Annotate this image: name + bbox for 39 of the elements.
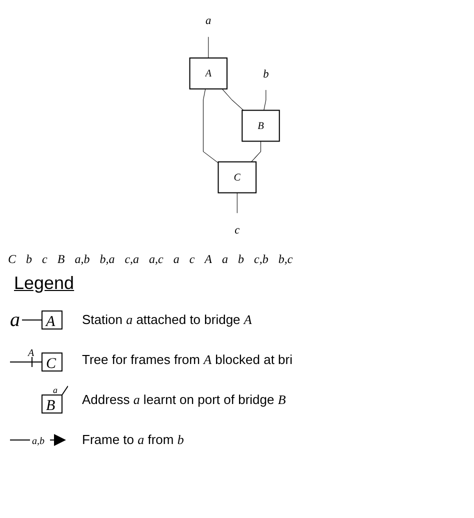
legend-text: Address a learnt on port of bridge B [82,392,286,408]
legend-text: Station a attached to bridge A [82,312,252,328]
node-text: b [263,67,269,80]
connector [236,192,238,214]
port-label: c [42,252,48,267]
bridge-letter: A [46,314,56,330]
address-letter: a [53,385,58,395]
frame-label: a,b [74,252,90,267]
node-box: C [218,161,257,194]
port-label: B [57,252,65,267]
port-label: c [189,252,195,267]
port-label: b [238,252,244,267]
frame-label: a,c [149,252,164,267]
connector [264,89,266,111]
port-label: b [26,252,32,267]
frame-label: c,a [124,252,140,267]
port-label: a [173,252,180,267]
station-letter: a [10,309,20,331]
legend-heading: Legend [14,273,74,294]
port-label: a [222,252,228,267]
frame-label: b,c [278,252,293,267]
frame-label: b,a [100,252,115,267]
node-text: a [206,14,212,27]
node-box: A [189,57,228,90]
block-letter: A [28,348,34,359]
legend-text: Frame to a from b [82,432,184,448]
connector [222,88,244,111]
connector [202,88,219,164]
bridge-letter: B [46,398,56,414]
frame-label: c,b [254,252,268,267]
bridge-letter: C [46,356,56,372]
connector [208,36,209,58]
frame-label: a,b [32,436,44,447]
legend-text: Tree for frames from A blocked at bri [82,352,292,368]
port-label: C [8,252,16,267]
node-box: B [242,110,280,142]
node-text: c [234,223,240,236]
connector [251,140,262,162]
port-label: A [204,252,212,267]
